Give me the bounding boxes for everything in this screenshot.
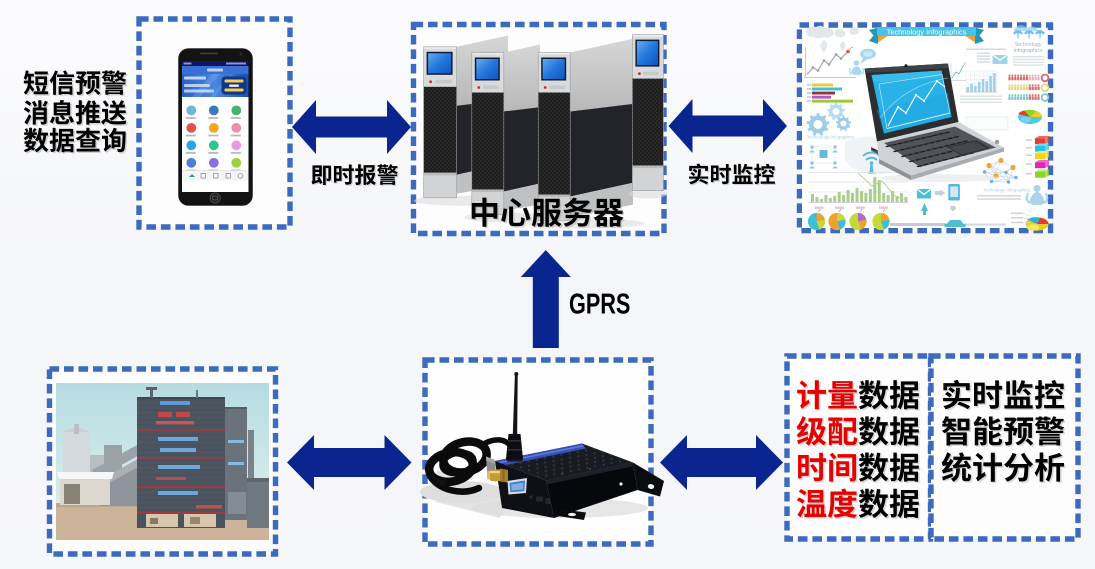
svg-text:Technology: Technology xyxy=(1014,42,1042,48)
svg-text:Technology Infographics: Technology Infographics xyxy=(887,27,967,36)
svg-text:Infographics: Infographics xyxy=(1013,48,1043,54)
svg-text:Technology Infographics: Technology Infographics xyxy=(983,188,1031,193)
svg-text:Technology Infographics: Technology Infographics xyxy=(807,135,855,140)
